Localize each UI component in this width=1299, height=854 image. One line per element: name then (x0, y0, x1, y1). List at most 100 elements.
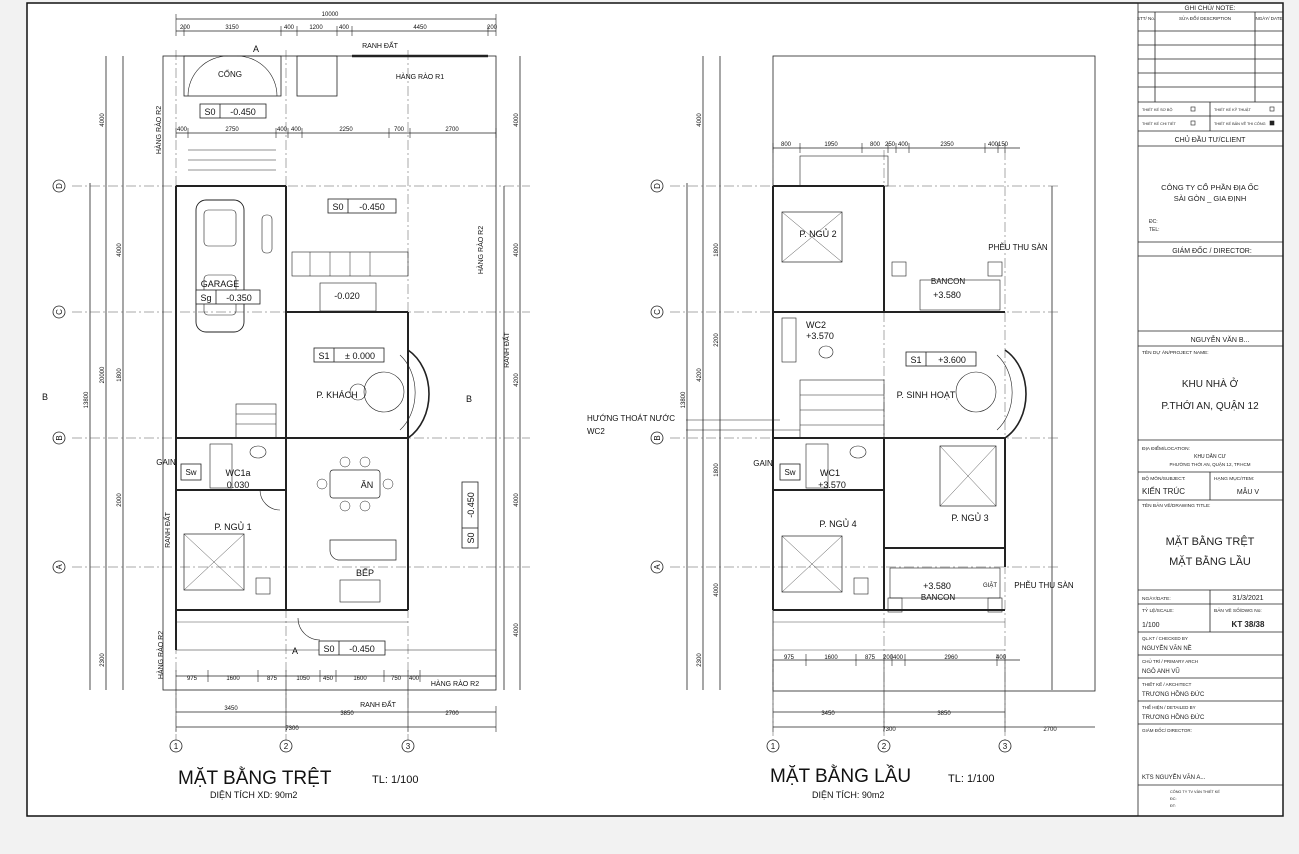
left-dim-2: 1800 (117, 368, 123, 382)
bottom-dim1-0: 975 (187, 676, 198, 682)
label-ranh-dat-bottom: RANH ĐẤT (360, 699, 397, 709)
bottom-total-dim: 7300 (285, 726, 299, 732)
upper-grid-bubbles: D C B A 1 2 3 (650, 179, 1012, 753)
axis-2: 2 (284, 742, 289, 751)
level-s0-bottom-code: S0 (323, 644, 334, 654)
u-top-dim-6: 400 (988, 142, 999, 148)
label-huong-thoat-nuoc: HƯỚNG THOÁT NƯỚC (587, 414, 675, 423)
tb-location-2: PHƯỜNG THỚI AN, QUẬN 12, TP.HCM (1169, 461, 1250, 467)
tb-col-desc: SỬA ĐỔI/ DESCRIPTION (1179, 15, 1231, 21)
ground-scale: TL: 1/100 (372, 774, 418, 786)
u-top-dim-4: 400 (898, 142, 909, 148)
tb-design-label: THIẾT KẾ / ARCHITECT (1142, 681, 1192, 687)
row2-dim-4: 2250 (339, 127, 353, 133)
u-top-dim-0: 800 (781, 142, 792, 148)
u-left-dim-0: 4000 (697, 113, 703, 127)
section-a-bottom: A (292, 646, 298, 656)
level-s1-upper-val: +3.600 (938, 355, 966, 365)
tb-director-title: GIÁM ĐỐC / DIRECTOR: (1172, 245, 1252, 255)
room-gain-upper: GAIN (753, 459, 773, 468)
u-top-dim-3: 250 (885, 142, 896, 148)
tb-project-1: KHU NHÀ Ở (1182, 377, 1239, 390)
u-bottom-dim2-0: 3450 (821, 711, 835, 717)
bottom-dim1-3: 1050 (296, 676, 310, 682)
tb-chk-3: THIẾT KẾ CHI TIẾT (1142, 121, 1177, 126)
axis-3: 3 (406, 742, 411, 751)
room-ngu1: P. NGỦ 1 (214, 521, 251, 532)
tb-checked: NGUYỄN VĂN NỀ (1142, 645, 1192, 652)
u-bottom-dim1-4: 400 (893, 655, 904, 661)
bottom-dim1-2: 875 (267, 676, 278, 682)
level-wc1: +3.570 (818, 480, 846, 490)
label-hang-rao-r2-br: HÀNG RÀO R2 (431, 679, 479, 688)
label-hang-rao-r2-left: HÀNG RÀO R2 (154, 106, 163, 154)
row2-dim-3: 400 (291, 127, 302, 133)
tb-chk-2: THIẾT KẾ KỸ THUẬT (1214, 107, 1251, 112)
top-dim-3: 1200 (309, 25, 323, 31)
u-bottom-dim1-0: 975 (784, 655, 795, 661)
u-left-dim-5: 2300 (697, 653, 703, 667)
level-sg-val: -0.350 (226, 293, 252, 303)
title-block: GHI CHÚ/ NOTE: STT/ No. SỬA ĐỔI/ DESCRIP… (1137, 2, 1284, 817)
top-dim-6: 200 (487, 25, 498, 31)
room-an: ĂN (361, 480, 374, 490)
tb-project-label: TÊN DỰ ÁN/PROJECT NAME: (1142, 348, 1209, 356)
label-hang-rao-r1: HÀNG RÀO R1 (396, 72, 444, 81)
room-sinh-hoat: P. SINH HOẠT (897, 390, 956, 400)
grid-d: D (55, 183, 64, 189)
right-dim-0: 4000 (514, 113, 520, 127)
u-top-dim-7: 150 (998, 142, 1009, 148)
tb-tel: TEL: (1149, 227, 1160, 233)
u-bottom-dim1-5: 2960 (944, 655, 958, 661)
level-bancon-top: +3.580 (933, 290, 961, 300)
axis-1: 1 (174, 742, 179, 751)
u-left-sub: 4200 (697, 368, 703, 382)
u-bottom-dim1-1: 1600 (824, 655, 838, 661)
upper-axis-1: 1 (771, 742, 776, 751)
u-top-dim-2: 800 (870, 142, 881, 148)
upper-grid-d: D (653, 183, 662, 189)
level-s0-top-val: -0.450 (230, 107, 256, 117)
right-dim-1: 4000 (514, 243, 520, 257)
tb-detail: TRƯƠNG HỒNG ĐỨC (1142, 714, 1205, 721)
ground-area: DIỆN TÍCH XD: 90m2 (210, 790, 297, 800)
tb-company-3: ĐT: (1170, 804, 1176, 808)
left-total-dim: 13800 (84, 391, 90, 408)
u-bottom-dim1-6: 400 (996, 655, 1007, 661)
level-s0-top-code: S0 (204, 107, 215, 117)
tb-dwg-no: KT 38/38 (1232, 620, 1265, 629)
level-s0-right-val: -0.450 (466, 492, 476, 518)
bottom-dim1-5: 1600 (353, 676, 367, 682)
top-dim-5: 4450 (413, 25, 427, 31)
tb-date: 31/3/2021 (1232, 595, 1263, 602)
row2-dim-2: 400 (277, 127, 288, 133)
left-dim-4: 2300 (100, 653, 106, 667)
upper-grid-c: C (653, 309, 662, 315)
upper-floor-plan (670, 55, 1096, 740)
room-ngu4: P. NGỦ 4 (819, 518, 856, 529)
label-pheu-thu-san-2: PHỄU THU SÀN (1014, 581, 1074, 590)
tb-arch-label: CHỦ TRÌ / PRIMARY ARCH (1142, 658, 1198, 664)
u-left-dim-4: 4000 (714, 583, 720, 597)
room-cong: CỔNG (218, 70, 242, 79)
u-left-dim-3: 1800 (714, 463, 720, 477)
upper-scale: TL: 1/100 (948, 773, 994, 785)
section-b-left: B (42, 392, 48, 402)
u-left-total: 13800 (681, 391, 687, 408)
u-left-dim-1: 1800 (714, 243, 720, 257)
label-bancon-2: BANCON (921, 593, 955, 602)
upper-axis-3: 3 (1003, 742, 1008, 751)
tb-drawing-title-1: MẶT BẰNG TRỆT (1166, 535, 1255, 548)
right-dim-3: 4000 (514, 623, 520, 637)
grid-b: B (55, 435, 64, 440)
label-wc2-drain: WC2 (587, 427, 605, 436)
right-dim-4: 4200 (514, 373, 520, 387)
tb-arch: NGÔ ANH VŨ (1142, 668, 1180, 675)
tb-company-1: CÔNG TY TV VÀN THIẾT KẾ (1170, 789, 1220, 794)
bottom-dim1-1: 1600 (226, 676, 240, 682)
bottom-dim1-6: 750 (391, 676, 402, 682)
bottom-dim2-0: 3450 (224, 706, 238, 712)
top-dim-0: 200 (180, 25, 191, 31)
upper-sw-box: Sw (779, 463, 801, 481)
